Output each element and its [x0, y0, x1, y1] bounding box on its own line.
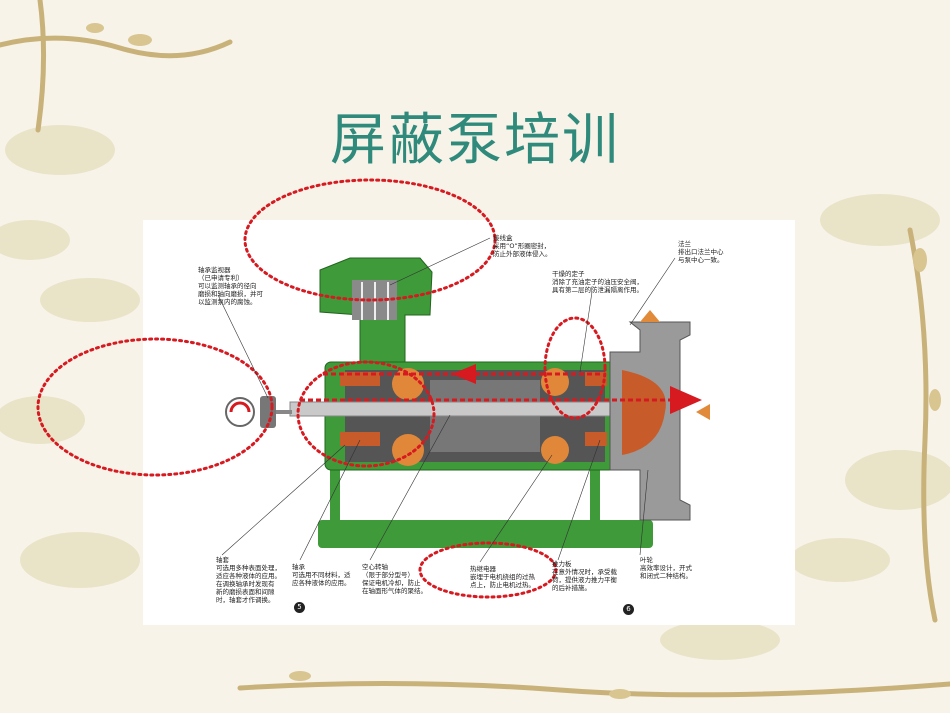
- label-hollow-shaft: 空心转轴 （限于部分型号） 保证电机冷却，防止 在轴面形气体的聚结。: [362, 563, 427, 595]
- label-bearing-monitor: 轴承监视器 （已申请专利） 可以监测轴承的径向 磨损和轴向磨损，并可 以监测泵内…: [198, 266, 263, 306]
- pump-base: [318, 520, 653, 548]
- label-thrust-plate: 推力板 在意外情况时，承受载 荷，提供液力推力平衡 的后补措施。: [552, 560, 617, 592]
- slide-title: 屏蔽泵培训: [330, 108, 620, 173]
- stator-winding: [541, 436, 569, 464]
- label-dry-stator: 干燥的定子 消除了充油定子的油压安全阀， 具有第二层的防泄漏隔离作用。: [552, 270, 643, 294]
- label-bearing: 轴承 可选用不同材料，适 应各种液体的应用。: [292, 563, 351, 587]
- highlight-ring: [36, 337, 274, 477]
- page-number-left: 5: [294, 602, 305, 613]
- label-impeller: 叶轮 高效率设计，开式 和闭式二种结构。: [640, 556, 692, 580]
- stator-winding: [392, 368, 424, 400]
- label-thermal-relay: 热继电器 嵌埋于电机绕组的过热 点上，防止电机过热。: [470, 565, 535, 589]
- stator-winding: [392, 434, 424, 466]
- label-sleeve: 轴套 可选用多种表面处理， 适应各种液体的应用。 在调换轴承时发现有 新的磨损表…: [216, 556, 281, 604]
- label-flange: 法兰 排出口法兰中心 与泵中心一致。: [678, 240, 724, 264]
- label-junction-box: 接线盒 采用“O”形圈密封， 防止外部液体侵入。: [493, 234, 552, 258]
- impeller: [622, 370, 666, 455]
- highlight-ring: [296, 360, 436, 468]
- highlight-ring: [418, 541, 558, 599]
- highlight-ring: [543, 316, 607, 420]
- page-number-right: 6: [623, 604, 634, 615]
- highlight-ring: [243, 178, 497, 302]
